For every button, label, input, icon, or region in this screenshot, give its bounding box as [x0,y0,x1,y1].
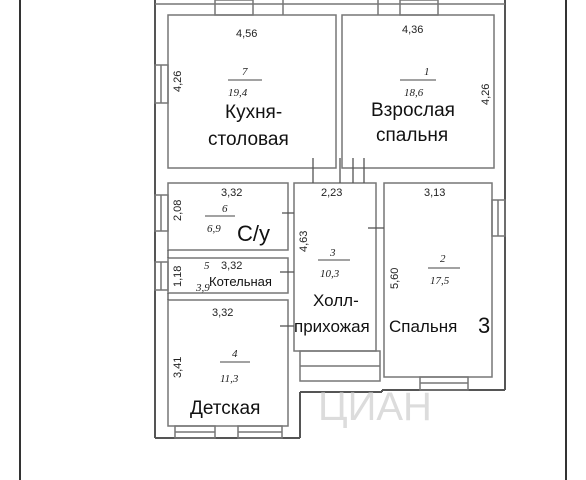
dim-kitchen-width: 4,56 [236,28,257,40]
dim-kids-width: 3,32 [212,307,233,319]
room-boiler-name: Котельная [209,274,272,289]
room-kids-area: 11,3 [220,373,239,385]
dim-kids-depth: 3,41 [172,357,184,378]
room-boiler-area: 3,9 [195,282,210,294]
room-bedroom2-area: 17,5 [430,275,450,287]
room-bath-area: 6,9 [207,223,221,235]
windows [154,64,506,439]
top-wall-details [155,0,505,16]
room-hall-name-line2: прихожая [294,317,370,336]
room-hall-number: 3 [329,247,336,259]
area-dividers [205,79,460,363]
dim-hall-depth: 4,63 [298,231,310,252]
room-bedroom1-name-line1: Взрослая [371,100,455,121]
outer-walls [154,0,506,439]
dim-kitchen-depth: 4,26 [172,71,184,92]
dim-hall-width: 2,23 [321,187,342,199]
room-bedroom1-area: 18,6 [404,87,424,99]
door-marks [167,158,384,327]
room-bedroom1-number: 1 [424,66,430,78]
room-bedroom1-name-line2: спальня [376,125,448,146]
watermark: ЦИАН [318,385,432,429]
room-bedroom2-number: 2 [440,253,446,265]
dim-bath-width: 3,32 [221,187,242,199]
dim-bedroom2-depth: 5,60 [389,268,401,289]
dim-bedroom1-depth: 4,26 [480,84,492,105]
dim-bedroom2-width: 3,13 [424,187,445,199]
room-hall-name-line1: Холл- [313,291,359,310]
room-walls [167,14,495,427]
dim-boiler-depth: 1,18 [172,266,184,287]
room-bath-number: 6 [222,203,228,215]
room-bedroom2-handwritten-number: 3 [478,313,490,338]
room-kids-number: 4 [232,348,238,360]
room-kitchen-number: 7 [242,66,248,78]
room-hall-area: 10,3 [320,268,340,280]
room-bedroom2-name: Спальня [389,317,457,336]
room-bath-name: С/у [237,221,270,246]
room-kitchen-name-line1: Кухня- [225,102,282,123]
dim-bath-depth: 2,08 [172,200,184,221]
dim-boiler-width: 3,32 [221,260,242,272]
room-kitchen-name-line2: столовая [208,129,289,150]
room-kitchen-area: 19,4 [228,87,248,99]
room-kids-name: Детская [190,398,260,419]
room-boiler-number: 5 [204,260,210,272]
dim-bedroom1-width: 4,36 [402,24,423,36]
